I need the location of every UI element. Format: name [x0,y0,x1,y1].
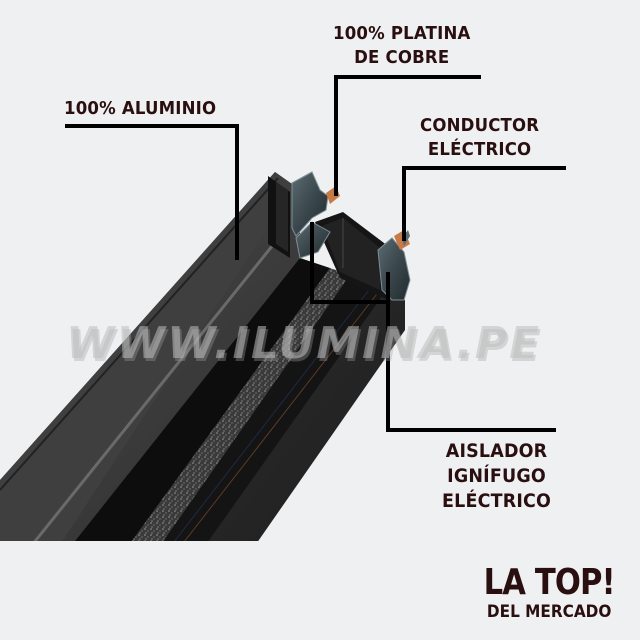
callout-aislador: AISLADOR IGNÍFUGO ELÉCTRICO [442,439,551,514]
watermark-text: WWW.ILUMINA.PE [66,318,542,369]
rail-body [0,172,405,541]
leader-aislador-b [386,272,556,432]
callout-conductor: CONDUCTOR ELÉCTRICO [420,114,539,162]
leader-conductor [402,166,566,241]
leader-platina [334,75,481,196]
callout-aluminio: 100% ALUMINIO [64,97,216,121]
badge-subline: DEL MERCADO [486,602,612,622]
callout-line: 100% PLATINA [333,23,471,44]
callout-line: ELÉCTRICO [442,490,552,512]
top-badge: LA TOP! DEL MERCADO [472,562,626,623]
leader-lines [65,75,566,432]
callout-line: CONDUCTOR [420,115,540,136]
callout-line: IGNÍFUGO [447,465,546,487]
callout-line: 100% ALUMINIO [64,98,217,119]
callout-platina: 100% PLATINA DE COBRE [333,22,470,70]
callout-line: DE COBRE [354,47,450,68]
callout-line: ELÉCTRICO [427,139,532,160]
leader-aluminio [65,124,239,260]
badge-headline: LA TOP! [483,562,615,603]
leader-aislador-a [310,222,386,304]
callout-line: AISLADOR [445,440,548,462]
